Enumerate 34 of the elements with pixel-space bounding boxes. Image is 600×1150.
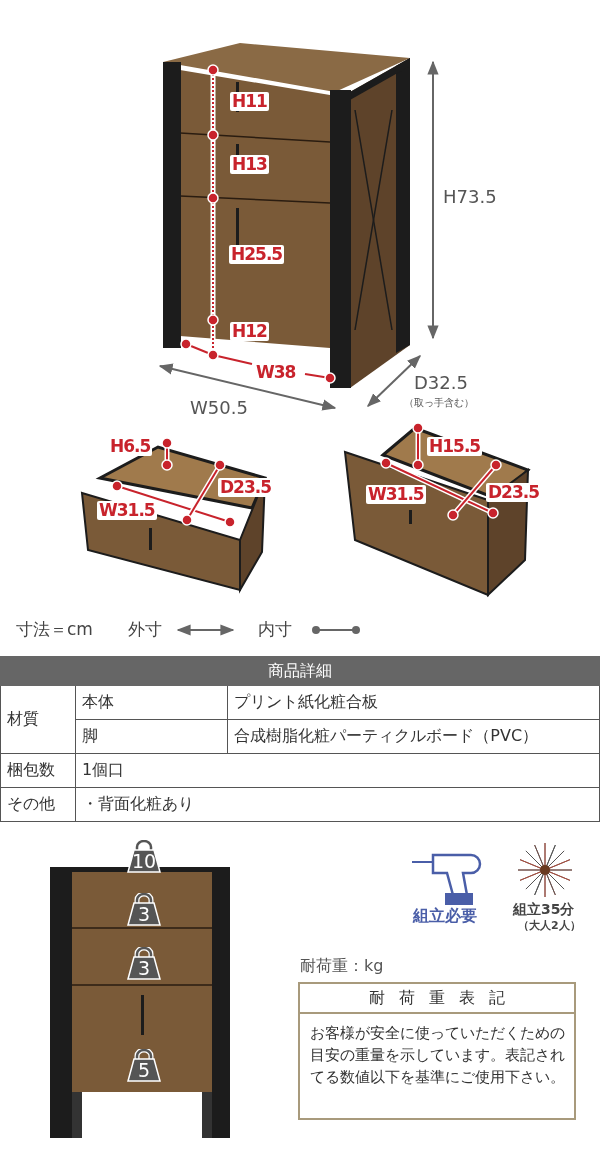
dimension-label: D23.5 — [218, 478, 274, 497]
icon-caption: 組立35分 — [513, 902, 575, 918]
dimension-label: D23.5 — [486, 483, 542, 502]
table-cell: 1個口 — [75, 753, 600, 788]
table-cell: その他 — [0, 787, 76, 822]
table-cell: プリント紙化粧合板 — [227, 685, 600, 720]
table-cell: 梱包数 — [0, 753, 76, 788]
dimension-label: H73.5 — [443, 187, 497, 207]
dimension-label: W31.5 — [97, 501, 157, 520]
dimension-label: W50.5 — [190, 398, 248, 418]
table-header: 商品詳細 — [0, 656, 600, 686]
dimension-label: H6.5 — [108, 437, 153, 456]
table-cell: 合成樹脂化粧パーティクルボード（PVC） — [227, 719, 600, 754]
dimension-label: W31.5 — [366, 485, 426, 504]
table-cell: 脚 — [75, 719, 228, 754]
dimension-label: H15.5 — [427, 437, 483, 456]
legend-label: 内寸 — [258, 620, 292, 639]
table-cell: 材質 — [0, 685, 76, 754]
dimension-label: D32.5 — [414, 373, 468, 393]
dimension-label: H13 — [230, 155, 269, 174]
dimension-label: H11 — [230, 92, 269, 111]
dimension-label: H25.5 — [229, 245, 285, 264]
notice-text: お客様が安全に使っていただくための目安の重量を示しています。表記されてる数値以下を基準にご使用下さい。 — [310, 1024, 566, 1087]
table-cell: ・背面化粧あり — [75, 787, 600, 822]
dimension-label: H12 — [230, 322, 269, 341]
icon-caption: （大人2人） — [518, 920, 581, 933]
table-cell: 本体 — [75, 685, 228, 720]
legend-label: 外寸 — [128, 620, 162, 639]
dimension-note: （取っ手含む） — [404, 397, 474, 408]
notice-heading: 耐荷重表記 — [300, 984, 574, 1014]
notice-box — [298, 982, 576, 1120]
load-capacity-note: 耐荷重：kg — [300, 957, 384, 975]
unit-note: 寸法＝cm — [16, 620, 93, 639]
icon-caption: 組立必要 — [413, 907, 477, 925]
